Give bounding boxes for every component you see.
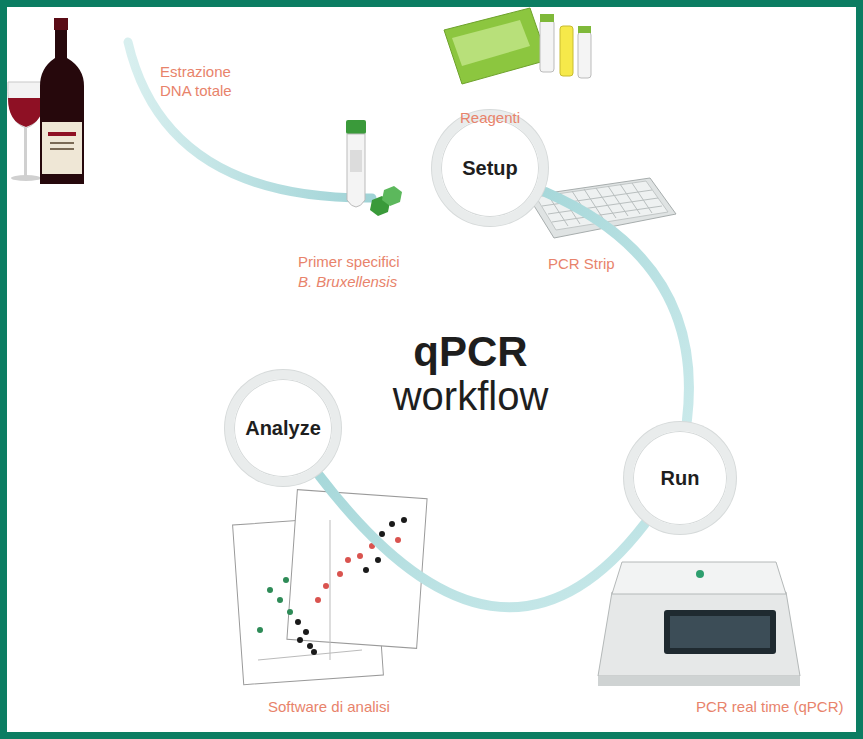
primer-tube [346,120,366,134]
caption-label: B. Bruxellensis [298,272,397,291]
wine-bottle [50,148,74,150]
analysis-chart [401,517,407,523]
caption-label: Primer specifici [298,252,400,271]
analysis-chart [287,609,293,615]
analysis-chart [258,650,362,660]
analysis-chart [315,597,321,603]
analysis-chart [303,629,309,635]
analysis-chart [283,577,289,583]
wine-bottle [40,18,84,184]
analysis-chart [311,649,317,655]
reagent-kit [578,26,591,33]
caption-label: Estrazione DNA totale [160,62,250,100]
wine-glass [8,82,44,181]
wine-glass [24,128,27,176]
step-circle: Analyze [225,370,341,486]
primer-tube [347,134,365,207]
analysis-chart [277,597,283,603]
primer-tube [350,150,362,172]
caption-label: Software di analisi [268,697,390,716]
step-circle: Run [624,422,736,534]
analysis-chart [345,557,351,563]
caption-label: PCR Strip [548,254,615,273]
reagent-kit [540,14,554,22]
qpcr-machine [696,570,704,578]
reagent-kit [444,8,591,84]
analysis-chart [307,643,313,649]
analysis-chart [295,619,301,625]
wine-bottle [42,122,82,174]
reagent-kit [452,20,530,66]
step-circle: Setup [432,110,548,226]
analysis-chart [395,537,401,543]
wine-bottle [54,18,68,30]
analysis-chart [357,553,363,559]
analysis-chart [363,567,369,573]
flow-arc [545,192,689,420]
qpcr-machine [598,592,800,676]
analysis-chart [323,583,329,589]
reagent-kit [444,8,548,84]
wine-glass [8,98,44,127]
reagent-kit [578,32,591,78]
wine-bottle [48,132,76,136]
analysis-chart [257,627,263,633]
step-label: Analyze [245,417,321,440]
analysis-chart [337,571,343,577]
qpcr-machine [664,610,776,654]
analysis-chart [379,531,385,537]
step-label: Setup [462,157,518,180]
wine-bottle [40,30,84,184]
step-label: Run [661,467,700,490]
analysis-chart [389,521,395,527]
analysis-chart [233,490,427,685]
qpcr-machine [598,676,800,686]
analysis-chart [297,637,303,643]
analysis-chart [267,587,273,593]
qpcr-machine [670,616,770,648]
flow-arc [128,42,372,198]
flow-arc [319,476,644,608]
caption-label: Reagenti [460,108,520,127]
analysis-chart [375,557,381,563]
wine-glass [11,175,41,181]
reagent-kit [560,26,573,76]
caption-label: PCR real time (qPCR) [696,697,844,716]
primer-tube [382,186,402,206]
diagram-title: qPCR workflow [383,330,558,418]
primer-tube [346,120,402,216]
analysis-chart [330,520,331,660]
wine-bottle [50,142,74,144]
qpcr-machine [598,562,800,686]
qpcr-machine [612,562,786,594]
reagent-kit [540,20,554,72]
wine-glass [8,82,44,128]
